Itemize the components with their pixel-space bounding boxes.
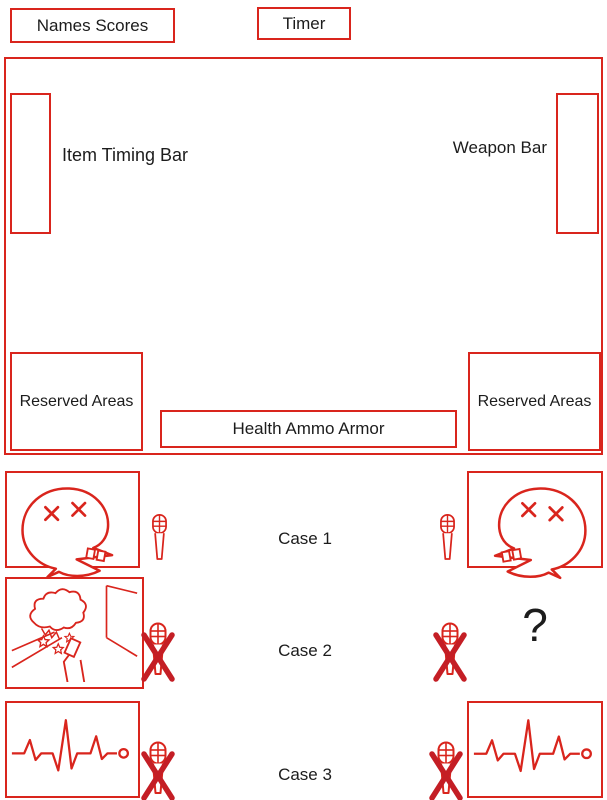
names-scores-box: Names Scores [10,8,175,43]
muted-microphone-icon [432,618,468,682]
microphone-icon [437,510,458,566]
reserved-area-right-label: Reserved Areas [477,392,592,410]
health-ammo-armor-label: Health Ammo Armor [232,419,385,438]
timer-box: Timer [257,7,351,40]
case1-right-box [467,471,603,568]
case1-label: Case 1 [278,529,332,548]
microphone-icon [149,510,170,566]
heartbeat-icon [10,706,135,793]
case1-left-box [5,471,140,568]
muted-microphone-icon [140,618,176,682]
case2-label: Case 2 [278,641,332,660]
item-timing-bar-label: Item Timing Bar [62,145,189,165]
muted-microphone-icon [428,737,464,800]
names-scores-label: Names Scores [36,15,149,35]
health-ammo-armor-box: Health Ammo Armor [160,410,457,448]
weapon-bar-box [556,93,599,234]
case2-left-box [5,577,144,689]
item-timing-bar-box [10,93,51,234]
reserved-area-left-box: Reserved Areas [10,352,143,451]
dead-face-icon [10,476,135,563]
case3-left-box [5,701,140,798]
muted-microphone-icon [140,737,176,800]
case3-label: Case 3 [278,765,332,784]
reserved-area-left-label: Reserved Areas [19,392,134,410]
weapon-bar-label: Weapon Bar [452,138,547,157]
reserved-area-right-box: Reserved Areas [468,352,601,451]
game-screen-box: Item Timing Bar Weapon Bar Reserved Area… [4,57,603,455]
timer-label: Timer [282,13,326,33]
dead-face-icon [472,476,598,563]
question-mark: ? [522,599,548,651]
explosion-view-icon [10,582,139,684]
case3-right-box [467,701,603,798]
heartbeat-icon [472,706,598,793]
